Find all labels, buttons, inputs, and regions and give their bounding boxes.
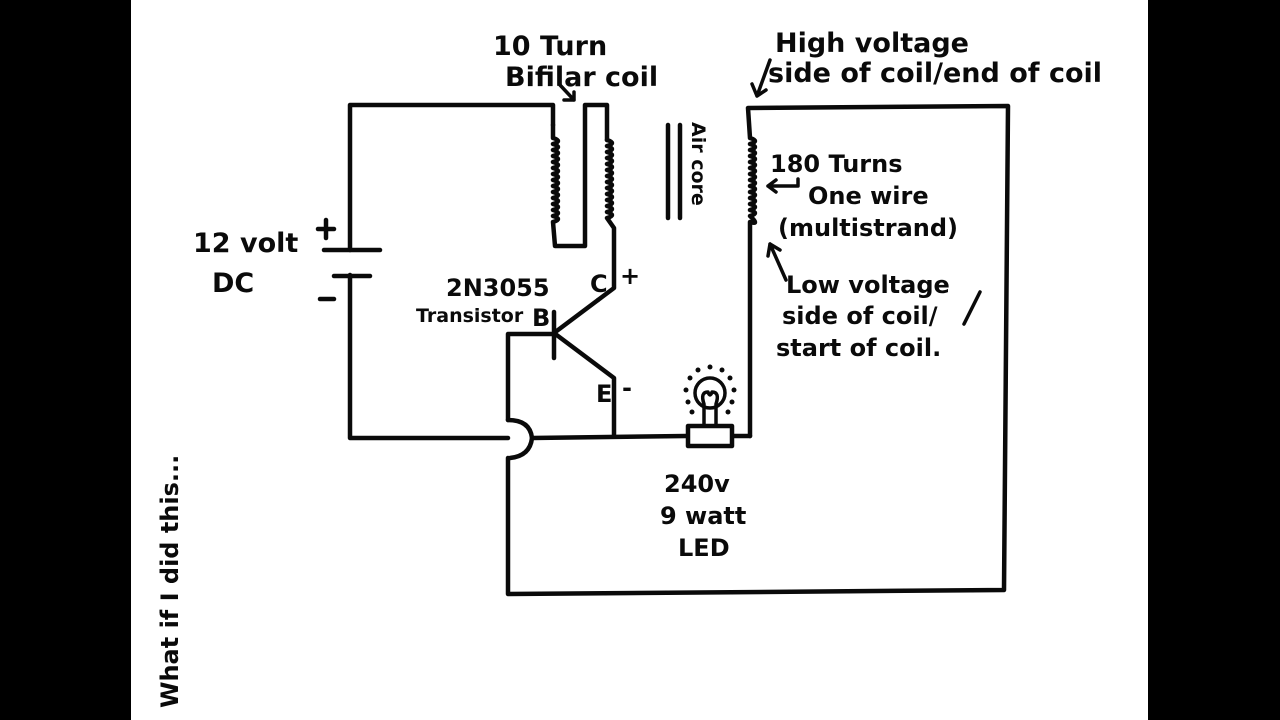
led-glow-rays — [683, 364, 737, 415]
collector-sign: + — [620, 262, 640, 290]
led-voltage-label: 240v — [664, 470, 730, 498]
transistor-pin-c: C — [590, 270, 608, 298]
transistor-model-label: 2N3055 — [446, 274, 550, 302]
side-note: What if I did this... — [156, 455, 184, 708]
air-core-label: Air core — [687, 122, 709, 206]
led-base — [685, 423, 735, 449]
bifilar-coil-right — [595, 137, 617, 303]
led-wattage-label: 9 watt — [660, 502, 746, 530]
transistor-collector-lead — [551, 297, 601, 336]
bifilar-coil-left — [550, 102, 610, 249]
wire-top-left — [347, 102, 556, 253]
paper-sheet — [131, 0, 1148, 720]
emitter-sign: - — [622, 374, 632, 402]
high-voltage-label-1: High voltage — [775, 28, 969, 59]
led-type-label: LED — [678, 534, 730, 562]
secondary-wire-label: One wire — [808, 182, 929, 210]
bifilar-coil-label-2: Bifilar coil — [505, 62, 658, 93]
bifilar-coil-label-1: 10 Turn — [493, 31, 607, 62]
arrow-high-voltage — [750, 58, 772, 98]
battery-type-label: DC — [212, 268, 254, 299]
wire-left-bottom — [347, 272, 511, 441]
led-filament — [700, 390, 720, 428]
transistor-emitter-lead — [551, 330, 617, 439]
led-bulb-glass — [693, 376, 727, 410]
wire-crossover-hop — [505, 417, 535, 461]
secondary-strand-label: (multistrand) — [778, 214, 958, 242]
slash-low-voltage — [962, 290, 982, 326]
arrow-secondary-turns — [766, 177, 800, 194]
transistor-base-lead — [505, 331, 557, 423]
transistor-pin-b: B — [532, 304, 550, 332]
low-voltage-label-1: Low voltage — [786, 271, 950, 299]
high-voltage-label-2: side of coil/end of coil — [768, 58, 1102, 89]
secondary-coil — [505, 103, 1011, 597]
transistor-pin-e: E — [596, 380, 612, 408]
arrow-bifilar — [558, 83, 576, 102]
low-voltage-label-2: side of coil/ — [782, 302, 938, 330]
transistor-word-label: Transistor — [416, 305, 524, 327]
wire-bottom-to-led — [529, 433, 689, 441]
battery-voltage-label: 12 volt — [193, 228, 298, 259]
secondary-turns-label: 180 Turns — [770, 150, 902, 178]
low-voltage-label-3: start of coil. — [776, 334, 941, 362]
arrow-low-voltage — [766, 242, 788, 282]
